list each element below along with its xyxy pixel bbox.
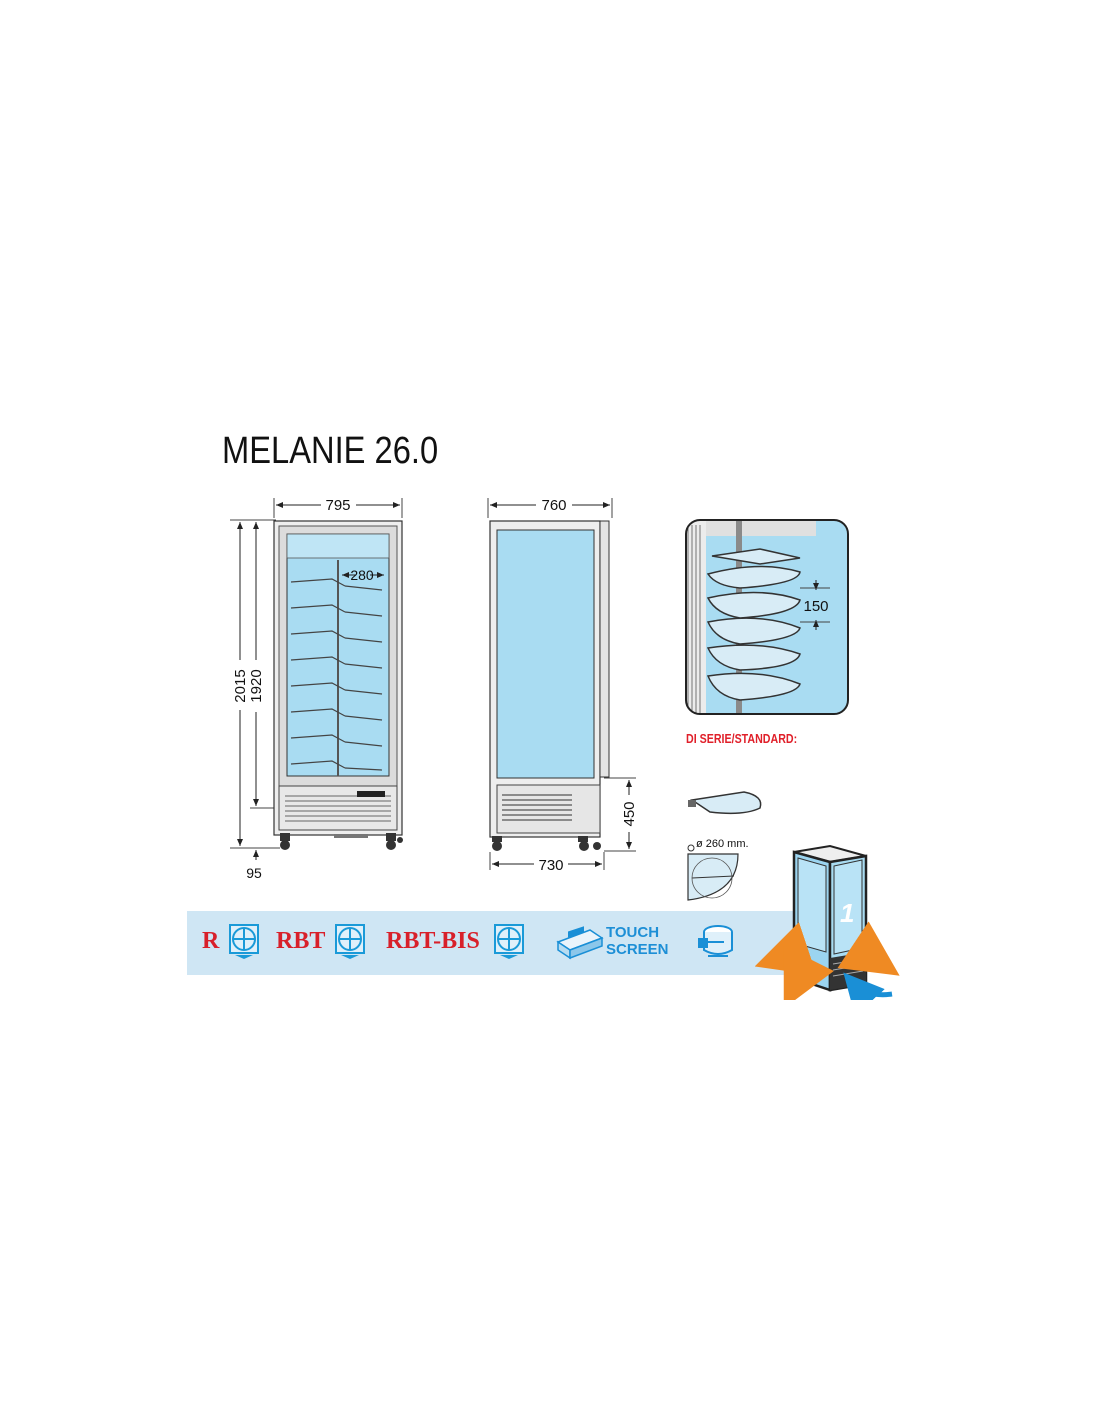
- foot-95-label: 95: [246, 865, 262, 881]
- version-rbt-bis-label: RBT-BIS: [386, 928, 480, 954]
- detail-shelves: [706, 548, 801, 701]
- side-wheels: [492, 836, 601, 851]
- shelf-280-label: 280: [350, 567, 374, 583]
- front-wheels: [280, 833, 403, 850]
- standard-label: DI SERIE/STANDARD:: [686, 731, 798, 746]
- model-title: MELANIE 26.0: [222, 430, 439, 472]
- compressor-icon: [694, 922, 738, 967]
- height-1920-label: 1920: [248, 669, 265, 702]
- width-795-label: 795: [325, 497, 350, 514]
- control-panel-icon: [554, 922, 604, 967]
- base-450-label: 450: [621, 801, 638, 826]
- shelf-detail-drawing: 150: [685, 519, 849, 715]
- touch-line-1: TOUCH: [606, 924, 660, 941]
- height-2015-label: 2015: [232, 669, 249, 702]
- front-shelves: [290, 578, 383, 771]
- spacing-150-label: 150: [803, 598, 828, 615]
- version-rbt-label: RBT: [276, 928, 326, 954]
- front-view-drawing: 795 2015 1920 95 280: [230, 497, 403, 881]
- model-number-label: 1: [840, 898, 854, 928]
- version-band: [187, 911, 796, 975]
- diameter-label: ø 260 mm.: [696, 838, 749, 850]
- version-r-label: R: [202, 928, 220, 954]
- side-view-drawing: 760 450 730: [487, 497, 638, 874]
- depth-760-label: 760: [541, 497, 566, 514]
- touch-screen-label: TOUCH SCREEN: [606, 924, 669, 958]
- airflow-arrows-icon: [755, 921, 900, 1000]
- touch-line-2: SCREEN: [606, 941, 669, 958]
- cross-circle-icon: [229, 924, 259, 965]
- depth-730-label: 730: [538, 857, 563, 874]
- standard-shelf-drawing: [687, 791, 762, 901]
- cross-circle-icon: [494, 924, 524, 965]
- cabinet-3d-drawing: 1: [755, 844, 900, 1000]
- cross-circle-icon: [335, 924, 365, 965]
